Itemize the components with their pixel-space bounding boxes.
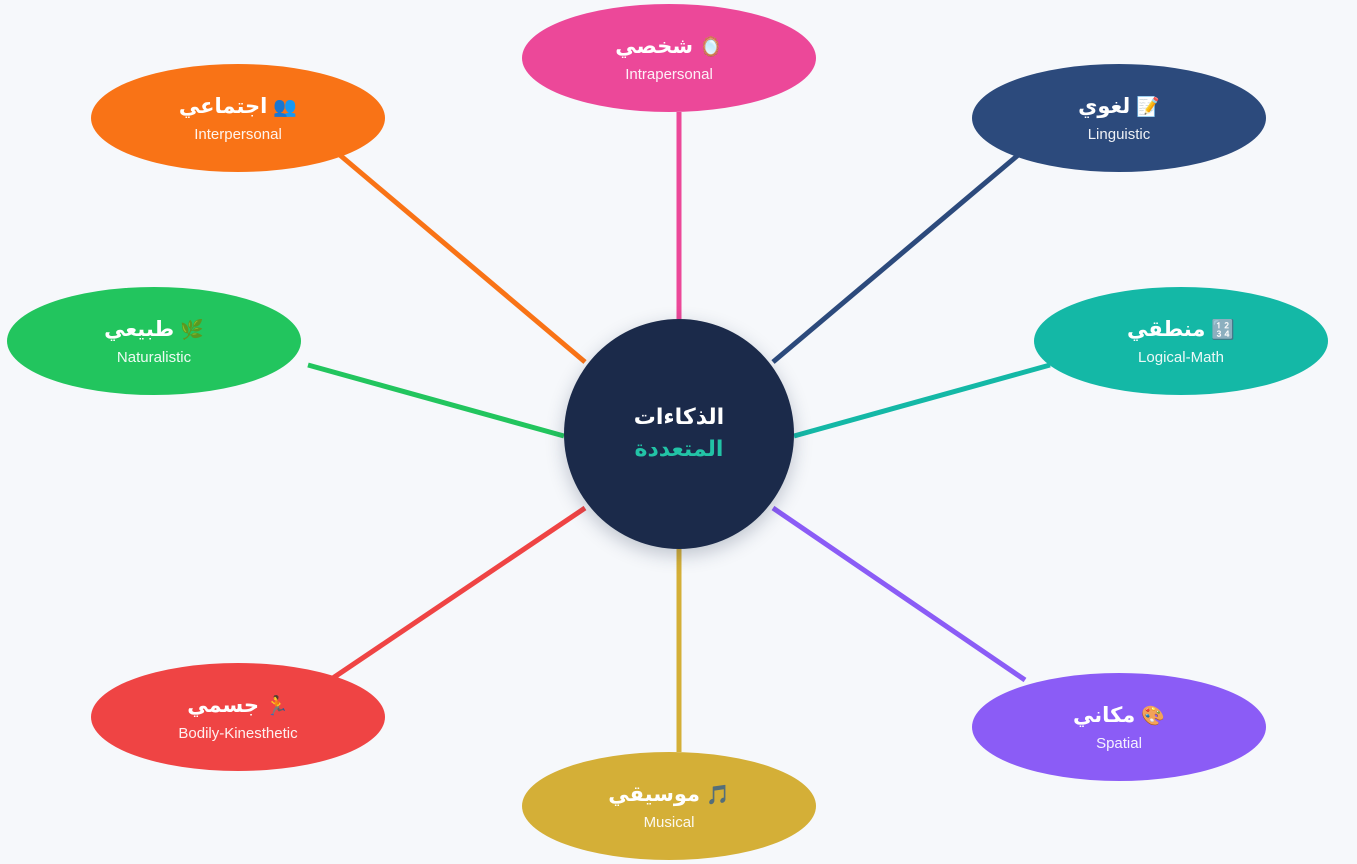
node-spatial-subtitle: Spatial <box>1096 734 1142 752</box>
connector-logical <box>793 362 1051 439</box>
palette-icon: 🎨 <box>1141 704 1165 727</box>
node-intrapersonal[interactable]: 🪞شخصي Intrapersonal <box>522 4 816 112</box>
node-musical-title: 🎵موسيقي <box>608 780 729 809</box>
connector-interpersonal <box>326 143 587 364</box>
node-naturalistic-subtitle: Naturalistic <box>116 348 192 366</box>
node-musical-label: موسيقي <box>608 781 701 806</box>
node-interpersonal-title: 👥اجتماعي <box>179 92 297 121</box>
node-interpersonal[interactable]: 👥اجتماعي Interpersonal <box>91 64 385 172</box>
connector-linguistic <box>771 143 1032 364</box>
central-node: الذكاءات المتعددة <box>564 319 794 549</box>
central-node-subtitle: المتعددة <box>634 437 724 462</box>
memo-icon: 📝 <box>1136 95 1160 118</box>
node-interpersonal-label: اجتماعي <box>178 93 268 118</box>
connector-bodily <box>328 505 587 683</box>
node-bodily-kinesthetic[interactable]: 🏃جسمي Bodily-Kinesthetic <box>91 663 385 771</box>
node-intrapersonal-title: 🪞شخصي <box>615 32 722 61</box>
people-icon: 👥 <box>273 95 298 118</box>
herb-icon: 🌿 <box>180 318 204 341</box>
node-musical[interactable]: 🎵موسيقي Musical <box>522 752 816 860</box>
node-naturalistic[interactable]: 🌿طبيعي Naturalistic <box>7 287 301 395</box>
node-linguistic-label: لغوي <box>1078 93 1131 118</box>
node-intrapersonal-subtitle: Intrapersonal <box>625 65 713 83</box>
node-linguistic[interactable]: 📝لغوي Linguistic <box>972 64 1266 172</box>
node-spatial-label: مكاني <box>1073 702 1136 727</box>
node-interpersonal-subtitle: Interpersonal <box>194 125 282 143</box>
runner-icon: 🏃 <box>265 694 289 717</box>
node-linguistic-title: 📝لغوي <box>1078 92 1160 121</box>
music-note-icon: 🎵 <box>706 783 730 806</box>
node-spatial[interactable]: 🎨مكاني Spatial <box>972 673 1266 781</box>
central-node-title: الذكاءات <box>633 405 725 430</box>
node-bodily-label: جسمي <box>187 692 260 717</box>
node-musical-subtitle: Musical <box>643 813 695 831</box>
node-logical-title: 🔢منطقي <box>1127 315 1235 344</box>
node-logical-label: منطقي <box>1126 316 1206 341</box>
node-bodily-title: 🏃جسمي <box>187 691 289 720</box>
connector-spatial <box>771 505 1027 683</box>
node-bodily-subtitle: Bodily-Kinesthetic <box>178 724 298 742</box>
node-naturalistic-title: 🌿طبيعي <box>104 315 204 344</box>
node-spatial-title: 🎨مكاني <box>1073 701 1165 730</box>
connector-naturalistic <box>307 362 565 439</box>
node-naturalistic-label: طبيعي <box>104 316 175 341</box>
numbers-icon: 🔢 <box>1211 318 1236 341</box>
node-linguistic-subtitle: Linguistic <box>1087 125 1151 143</box>
node-logical-math[interactable]: 🔢منطقي Logical-Math <box>1034 287 1328 395</box>
node-logical-subtitle: Logical-Math <box>1138 348 1224 366</box>
mirror-icon: 🪞 <box>699 35 723 58</box>
node-intrapersonal-label: شخصي <box>615 33 694 58</box>
